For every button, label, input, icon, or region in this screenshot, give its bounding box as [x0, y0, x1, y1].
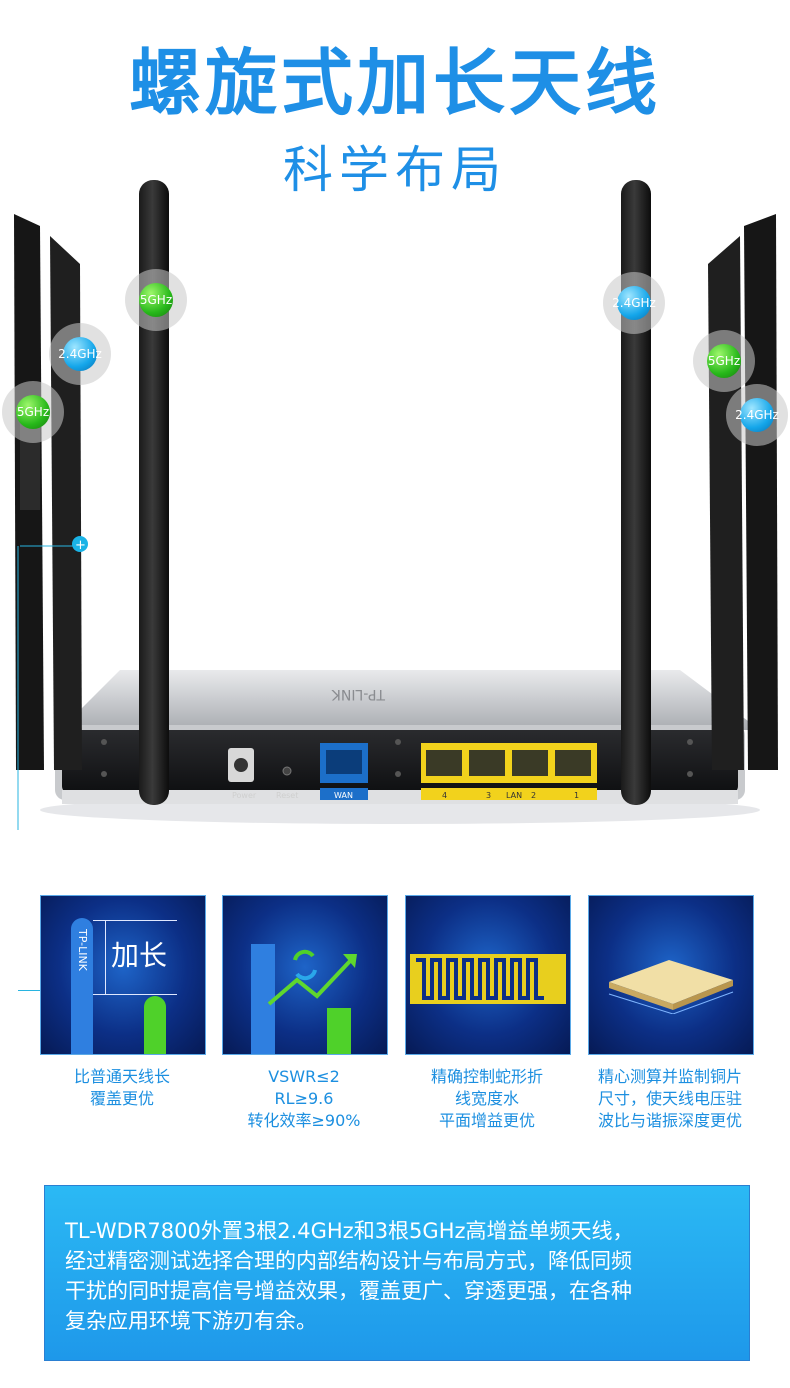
reset-label: Reset: [276, 791, 298, 800]
description-text: TL-WDR7800外置3根2.4GHz和3根5GHz高增益单频天线， 经过精密…: [65, 1219, 634, 1333]
lan-number-4: 4: [442, 791, 447, 800]
lan-number-2: 2: [531, 791, 536, 800]
router-logo: TP-LINK: [331, 686, 386, 702]
annotation-plus-icon: [72, 536, 88, 552]
antenna-left-inner: [50, 236, 82, 770]
band-bubble-center-left: 5GHz: [125, 269, 187, 331]
band-label: 2.4GHz: [735, 408, 779, 422]
router-illustration: TP-LINK Power Reset WAN 4 3 LAN 2 1 +: [14, 180, 778, 830]
page-subtitle: 科学布局: [283, 141, 507, 199]
lan-number-1: 1: [574, 791, 579, 800]
serpentine-trace-icon: [410, 954, 566, 1004]
band-label: 5GHz: [707, 354, 741, 368]
page-title: 螺旋式加长天线: [128, 41, 661, 125]
copper-plate-icon: [608, 960, 734, 1014]
lan-label: LAN: [506, 791, 522, 800]
band-bubble-right-top: 5GHz: [693, 330, 755, 392]
trend-arrow-icon: [267, 949, 357, 1006]
antenna-right-outer: [744, 214, 778, 770]
band-bubble-center-right: 2.4GHz: [603, 272, 665, 334]
long-antenna-bar: [71, 918, 93, 1054]
router-top: [60, 670, 760, 730]
vswr-bar-green: [327, 1008, 351, 1054]
feature-caption-2: VSWR≤2 RL≥9.6 转化效率≥90%: [247, 1067, 361, 1130]
band-bubble-left-bottom: 5GHz: [2, 381, 64, 443]
short-antenna-bar: [144, 996, 166, 1054]
feature-caption-1: 比普通天线长 覆盖更优: [73, 1067, 170, 1108]
length-label: 加长: [111, 939, 168, 972]
feature-panel-serpentine: [405, 895, 571, 1055]
feature-panel-copper: [588, 895, 754, 1055]
band-label: 2.4GHz: [58, 347, 102, 361]
antenna-brand-label: TP-LINK: [76, 929, 89, 971]
antenna-center-left: [139, 180, 169, 805]
lan-number-3: 3: [486, 791, 491, 800]
band-label: 5GHz: [139, 293, 173, 307]
reset-hole: [282, 766, 292, 776]
vswr-bar-blue: [251, 944, 275, 1054]
svg-text:+: +: [75, 538, 86, 553]
feature-caption-3: 精确控制蛇形折 线宽度水 平面增益更优: [430, 1067, 543, 1130]
power-label: Power: [232, 791, 257, 800]
wan-label: WAN: [334, 791, 353, 800]
antenna-right-inner: [708, 236, 744, 770]
description-box: TL-WDR7800外置3根2.4GHz和3根5GHz高增益单频天线， 经过精密…: [44, 1185, 750, 1361]
band-bubble-left-top: 2.4GHz: [49, 323, 111, 385]
antenna-center-right: [621, 180, 651, 805]
annotation-connector: [18, 990, 40, 991]
feature-caption-4: 精心测算并监制铜片 尺寸，使天线电压驻 波比与谐振深度更优: [597, 1067, 742, 1130]
band-label: 2.4GHz: [612, 296, 656, 310]
feature-panel-vswr: [222, 895, 388, 1055]
feature-panel-length: TP-LINK 加长: [40, 895, 206, 1055]
band-label: 5GHz: [16, 405, 50, 419]
band-bubble-right-bottom: 2.4GHz: [726, 384, 788, 446]
